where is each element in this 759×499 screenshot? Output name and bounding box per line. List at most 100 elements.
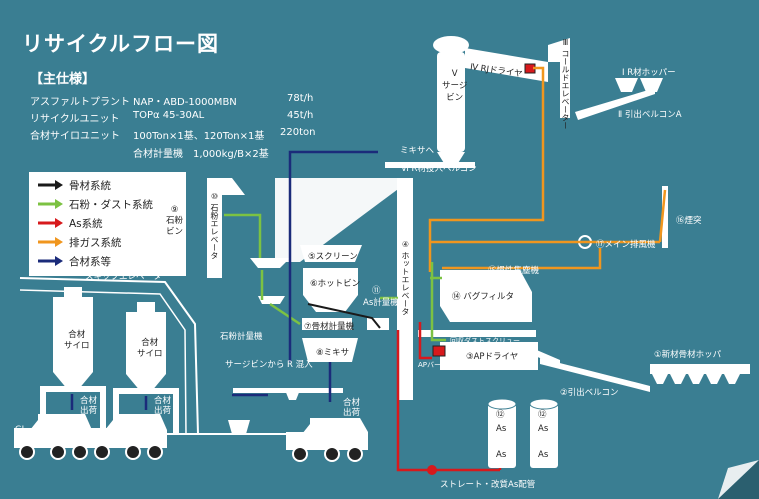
silo-left bbox=[40, 287, 106, 434]
label-bag-filter: ⑭ バグフィルタ bbox=[452, 292, 515, 302]
label-silo-left: 合材 サイロ bbox=[64, 330, 90, 351]
label-as-tank-right-1: As bbox=[538, 424, 549, 434]
rc-belt bbox=[385, 162, 475, 168]
label-as-pipe: ストレート・改質As配管 bbox=[440, 480, 536, 490]
silo-right bbox=[113, 302, 179, 434]
spec-model-2: TOPα 45-30AL bbox=[133, 110, 205, 121]
label-ap-dryer: ③APドライヤ bbox=[466, 352, 519, 362]
chute bbox=[285, 390, 300, 400]
stack bbox=[662, 186, 668, 248]
as-pump bbox=[427, 465, 437, 475]
spec-capacity-3: 220ton bbox=[280, 127, 316, 138]
mix-lines bbox=[70, 150, 378, 410]
label-rc-belt: Ⅵ R材投入ベルコン bbox=[401, 164, 477, 174]
surge-bin bbox=[437, 52, 465, 152]
screen-chute bbox=[275, 178, 413, 262]
cold-elevator bbox=[548, 38, 570, 118]
legend-item: 合材系等 bbox=[37, 254, 111, 268]
spec-heading: 【主仕様】 bbox=[30, 72, 96, 87]
hot-bin bbox=[303, 268, 358, 295]
legend-arrow-icon bbox=[38, 199, 63, 209]
agg-line bbox=[307, 303, 381, 329]
label-tank-num-right: ⑫ bbox=[538, 410, 547, 420]
bag-filter bbox=[440, 270, 532, 322]
label-main-fan: ⑰メイン排風機 bbox=[596, 240, 656, 250]
label-as-tank-right-2: As bbox=[538, 450, 549, 460]
exhaust-lines bbox=[428, 66, 667, 272]
skip-elevator-rail-inner bbox=[19, 289, 187, 435]
label-stone-meter: 石粉計量機 bbox=[220, 332, 263, 342]
label-new-hopper: ①新材骨材ホッパ bbox=[654, 350, 722, 360]
recovered-dust-screw bbox=[418, 330, 536, 337]
spec-capacity-2: 45t/h bbox=[287, 110, 314, 121]
legend-item: 骨材系統 bbox=[37, 178, 111, 192]
label-as-tank-left-1: As bbox=[496, 424, 507, 434]
skip-bucket bbox=[228, 420, 250, 434]
truck-middle bbox=[89, 414, 167, 460]
page-title: リサイクルフロー図 bbox=[22, 32, 219, 56]
r-hopper bbox=[615, 78, 663, 92]
label-stone-bin: ⑨ 石粉 ビン bbox=[166, 205, 184, 237]
truck-left bbox=[14, 414, 92, 460]
label-screen: ⑤スクリーン bbox=[308, 252, 358, 262]
legend-label: 骨材系統 bbox=[69, 179, 111, 192]
label-as-meter-num: ⑪ bbox=[372, 286, 381, 296]
spec-capacity-1: 78t/h bbox=[287, 93, 314, 104]
label-ap-burner: APバーナ bbox=[418, 361, 449, 369]
label-cold-elevator: Ⅲ コールドエレベーター bbox=[561, 38, 570, 130]
spec-row-3: 合材サイロユニット bbox=[30, 131, 120, 142]
truck-right bbox=[286, 418, 368, 462]
page-curl-fold bbox=[718, 460, 759, 499]
spec-model-4: 合材計量機 1,000kg/B×2基 bbox=[133, 149, 269, 160]
label-tank-num-left: ⑫ bbox=[496, 410, 505, 420]
legend-arrow-icon bbox=[38, 180, 63, 190]
stone-elevator bbox=[207, 178, 245, 278]
label-r-hopper: Ⅰ R材ホッパー bbox=[622, 68, 676, 78]
label-stone-elevator: ⑩ 石粉エレベータ bbox=[210, 192, 219, 260]
label-draw-belt-a: Ⅱ 引出ベルコンA bbox=[618, 110, 682, 120]
spec-row-1: アスファルトプラント bbox=[30, 97, 130, 108]
spec-row-2: リサイクルユニット bbox=[30, 114, 120, 125]
label-stack: ⑯煙突 bbox=[676, 216, 702, 226]
draw-belt bbox=[540, 358, 650, 392]
hot-elevator bbox=[397, 178, 413, 400]
label-surge-to-r: サージビンから R 混入 bbox=[225, 360, 313, 370]
label-out-right: 合材 出荷 bbox=[154, 396, 172, 416]
label-out-center: 合材 出荷 bbox=[343, 398, 361, 418]
legend-label: As系統 bbox=[69, 217, 103, 230]
label-surge-bin: Ⅴ サージ ビン bbox=[442, 69, 468, 103]
label-hot-bin: ⑥ホットビン bbox=[310, 279, 361, 289]
legend-label: 排ガス系統 bbox=[69, 236, 122, 249]
rc-dryer-drum bbox=[433, 36, 469, 54]
ap-dryer bbox=[440, 342, 538, 370]
draw-belt-a bbox=[575, 88, 655, 120]
legend-arrow-icon bbox=[38, 218, 63, 228]
as-tank-left bbox=[487, 398, 517, 468]
as-tank-right bbox=[529, 398, 559, 468]
stone-meter bbox=[258, 296, 285, 304]
spec-model-3: 100Ton×1基、120Ton×1基 bbox=[133, 131, 265, 142]
label-silo-right: 合材 サイロ bbox=[137, 338, 163, 359]
dust-lines bbox=[224, 213, 446, 342]
as-line bbox=[396, 322, 502, 472]
screen bbox=[300, 245, 362, 262]
label-skip-elevator: スキップエレベータ bbox=[85, 272, 162, 282]
label-out-left: 合材 出荷 bbox=[80, 396, 98, 416]
label-hot-elevator: ④ ホットエレベータ bbox=[401, 240, 410, 316]
legend-label: 合材系等 bbox=[69, 255, 111, 268]
legend: 骨材系統石粉・ダスト系統 As系統排ガス系統合材系等 bbox=[29, 172, 186, 276]
legend-item: 石粉・ダスト系統 bbox=[37, 197, 153, 211]
label-agg-meter: ⑦骨材計量機 bbox=[304, 322, 355, 332]
spec-model-1: NAP・ABD-1000MBN bbox=[133, 97, 237, 108]
label-gl: GL bbox=[15, 425, 27, 435]
legend-arrow-icon bbox=[38, 256, 63, 266]
label-mixer: ⑧ミキサ bbox=[316, 348, 350, 358]
legend-item: As系統 bbox=[37, 216, 103, 230]
legend-label: 石粉・ダスト系統 bbox=[69, 198, 153, 211]
legend-arrow-icon bbox=[38, 237, 63, 247]
legend-item: 排ガス系統 bbox=[37, 235, 122, 249]
label-mixer-to: ミキサへ bbox=[400, 146, 435, 156]
skip-elevator-rail bbox=[19, 277, 199, 435]
